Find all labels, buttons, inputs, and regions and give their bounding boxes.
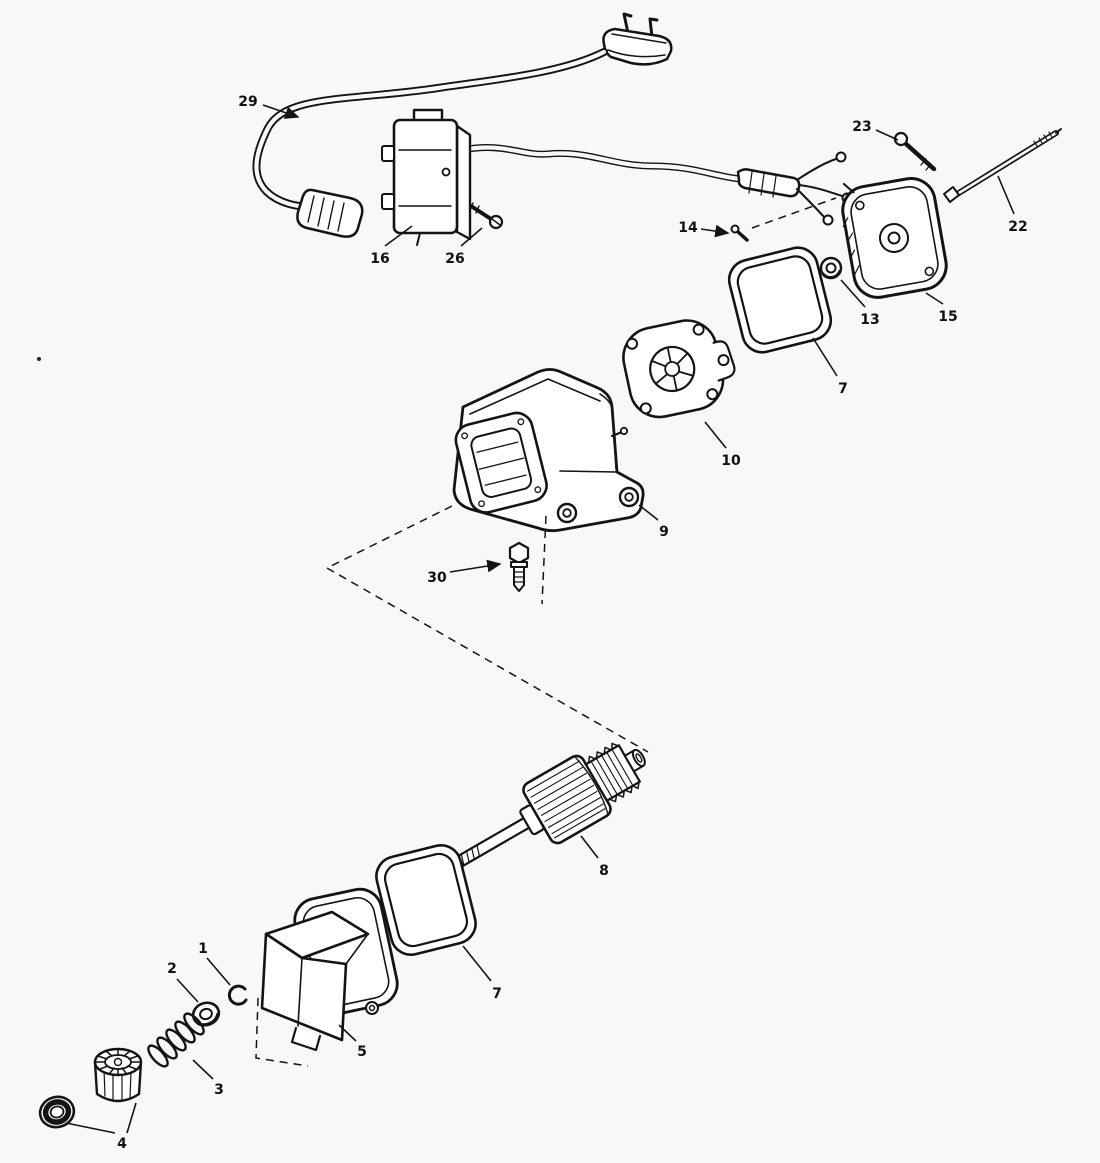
gasket-lower — [375, 844, 477, 956]
callout-13: 13 — [840, 279, 880, 328]
callout-label: 22 — [1008, 219, 1027, 235]
callout-16: 16 — [370, 225, 413, 267]
callout-15: 15 — [925, 292, 958, 325]
callout-5: 5 — [338, 1024, 367, 1060]
callout-2: 2 — [167, 961, 199, 1003]
callouts: 29 23 22 16 26 14 13 15 — [65, 94, 1028, 1152]
callout-label: 9 — [659, 524, 669, 540]
callout-3: 3 — [192, 1059, 224, 1098]
callout-29: 29 — [238, 94, 300, 119]
callout-label: 10 — [721, 453, 741, 469]
callout-label: 2 — [167, 961, 177, 977]
callout-label: 15 — [938, 309, 957, 325]
power-cord — [252, 48, 608, 211]
bearing — [38, 1095, 76, 1129]
callout-label: 26 — [445, 251, 464, 267]
switch-assembly — [381, 108, 472, 246]
callout-label: 30 — [427, 570, 447, 586]
snap-ring — [227, 984, 248, 1006]
screw-14 — [730, 224, 749, 242]
callout-label: 13 — [860, 312, 879, 328]
callout-label: 16 — [370, 251, 389, 267]
callout-9: 9 — [638, 504, 669, 540]
callout-26: 26 — [445, 227, 483, 267]
wire-harness — [458, 144, 853, 226]
drive-end-housing — [260, 887, 399, 1052]
callout-label: 1 — [198, 941, 208, 957]
washer-13 — [819, 256, 843, 280]
end-cap — [841, 176, 948, 299]
callout-30: 30 — [427, 559, 502, 586]
callout-4: 4 — [65, 1102, 137, 1152]
cord-connector — [296, 188, 364, 238]
callout-label: 7 — [492, 986, 502, 1002]
callout-7-upper: 7 — [812, 337, 848, 397]
callout-14: 14 — [678, 220, 730, 238]
screw-30 — [508, 541, 530, 592]
screw-26 — [469, 202, 504, 230]
through-bolt-22 — [943, 128, 1062, 203]
armature — [456, 742, 646, 867]
motor-frame — [452, 368, 645, 533]
callout-7-lower: 7 — [462, 945, 502, 1002]
callout-label: 4 — [117, 1136, 127, 1152]
drive-pinion — [93, 1047, 143, 1103]
callout-10: 10 — [704, 421, 741, 469]
ring-terminal — [822, 214, 834, 226]
gasket-upper — [727, 246, 833, 354]
bolt-23 — [893, 131, 937, 172]
callout-label: 5 — [357, 1044, 367, 1060]
callout-label: 7 — [838, 381, 848, 397]
callout-22: 22 — [997, 175, 1028, 235]
stray-mark — [37, 357, 41, 361]
callout-label: 29 — [238, 94, 257, 110]
washer-2 — [191, 1001, 221, 1027]
ring-terminal — [835, 151, 847, 163]
callout-1: 1 — [198, 941, 231, 986]
callout-label: 8 — [599, 863, 609, 879]
power-plug — [602, 12, 673, 66]
assembly-axis-lines — [255, 197, 837, 1067]
spring — [147, 1012, 205, 1068]
callout-label: 23 — [852, 119, 871, 135]
brush-end-plate — [622, 319, 736, 419]
callout-label: 3 — [214, 1082, 224, 1098]
callout-8: 8 — [580, 835, 609, 879]
callout-23: 23 — [852, 119, 899, 141]
callout-label: 14 — [678, 220, 698, 236]
